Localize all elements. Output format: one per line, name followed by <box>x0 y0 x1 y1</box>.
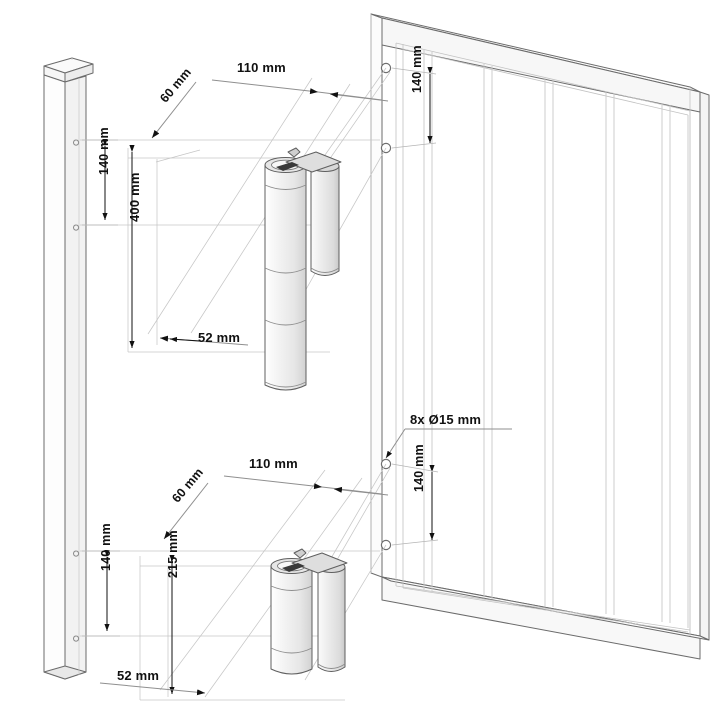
leaf-right-stile <box>699 91 710 641</box>
dim-label-upper-52: 52 mm <box>198 330 241 345</box>
dim-label-lower-110: 110 mm <box>249 456 298 471</box>
dim-label-lower-140-post: 140 mm <box>99 523 113 571</box>
gate-leaf <box>370 13 710 660</box>
leaf-bottom-rail-front <box>381 576 701 660</box>
hinge-lower-pin-tab <box>293 548 307 559</box>
hinge-upper-cap-slot <box>276 162 299 171</box>
dim-label-upper-140-post: 140 mm <box>97 127 111 175</box>
post-bottom-face <box>43 665 87 680</box>
hinge-lower <box>270 548 348 675</box>
leaf-inner-frame-lines <box>370 14 691 636</box>
hinge-upper <box>264 147 342 391</box>
dim-upper-140-ext <box>82 139 118 226</box>
post-edge-lines <box>71 58 80 675</box>
dim-label-upper-110: 110 mm <box>237 60 286 75</box>
hinge-lower-rear-barrel <box>317 566 346 672</box>
dim-label-hole-callout: 8x Ø15 mm <box>410 412 482 427</box>
post-right-face <box>64 75 87 680</box>
gate-post <box>43 57 94 680</box>
hinge-upper-rear-barrel <box>310 165 340 276</box>
hole-callout-leader <box>385 428 512 459</box>
post-cap-side <box>64 63 94 83</box>
dim-label-upper-140-leaf: 140 mm <box>410 45 424 93</box>
dim-label-lower-52: 52 mm <box>117 668 160 683</box>
hinge-upper-top-arm <box>285 151 342 173</box>
dim-lower-140-leaf-ext <box>391 463 439 546</box>
dim-lower-60 <box>163 482 209 540</box>
dim-label-upper-400: 400 mm <box>127 172 142 222</box>
dim-upper-60 <box>151 81 197 139</box>
hinge-lower-front-barrel <box>270 565 313 675</box>
post-hole-marks-upper <box>72 139 80 231</box>
dim-label-lower-140-leaf: 140 mm <box>412 444 426 492</box>
hinge-lower-top-arm <box>291 552 348 574</box>
hinge-lower-cap-slot <box>282 563 305 572</box>
hinge-upper-pin-tab <box>287 147 301 158</box>
dim-upper-52-arrow2 <box>169 336 201 343</box>
dim-upper-110 <box>211 79 389 102</box>
leaf-slats <box>423 50 671 623</box>
dim-lower-52 <box>99 682 206 696</box>
hinge-upper-front-barrel <box>264 164 307 391</box>
dim-label-lower-215: 215 mm <box>166 530 180 578</box>
dim-lower-140-ext <box>82 550 120 637</box>
post-front-face <box>43 74 66 680</box>
post-hole-marks-lower <box>72 550 80 642</box>
dim-upper-140-leaf-ext <box>391 67 437 149</box>
dim-lower-110 <box>223 475 389 496</box>
